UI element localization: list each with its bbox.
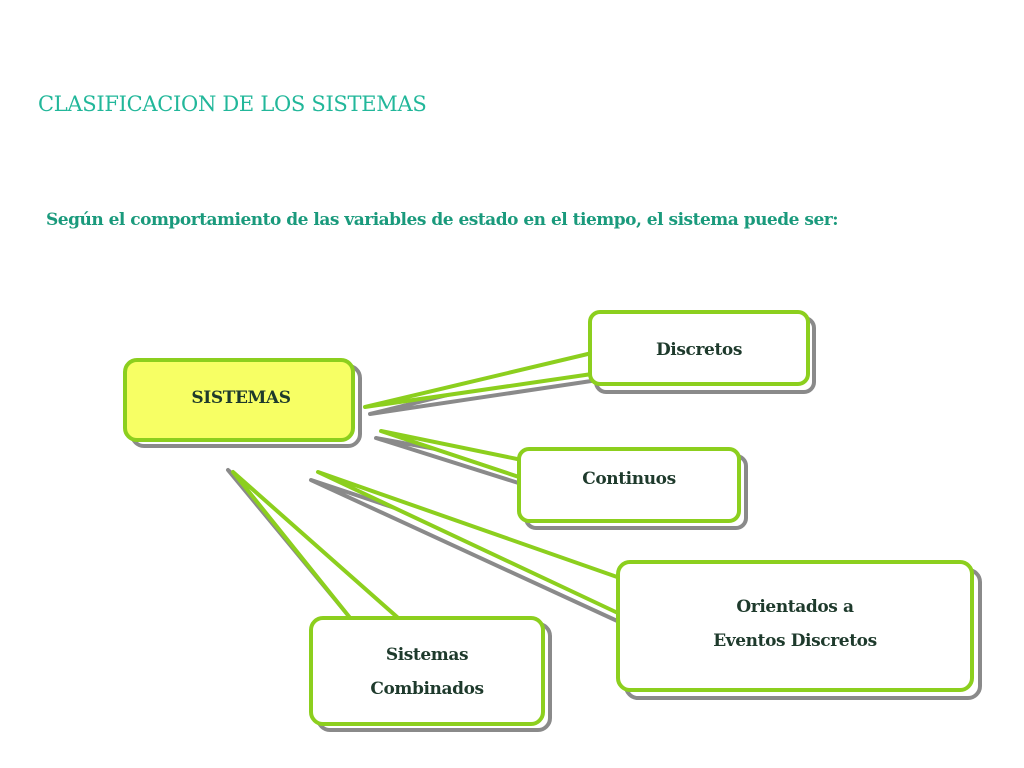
root-node	[123, 358, 362, 448]
node-combinados-label: Sistemas Combinados	[311, 638, 543, 706]
node-line: Continuos	[582, 469, 676, 489]
node-line: Orientados a	[736, 597, 854, 617]
node-discretos-box	[588, 310, 816, 394]
node-combinados-box	[309, 616, 552, 732]
node-line: Combinados	[370, 679, 484, 699]
node-line: Sistemas	[385, 645, 469, 665]
node-continuos-box	[517, 447, 748, 530]
node-discretos-label: Discretos	[590, 333, 808, 367]
node-line: Discretos	[655, 340, 743, 360]
node-line: Eventos Discretos	[713, 631, 877, 651]
page-title: CLASIFICACION DE LOS SISTEMAS	[38, 92, 427, 116]
connector-discretos	[363, 351, 600, 416]
node-eventos-label: Orientados a Eventos Discretos	[618, 590, 972, 658]
connector-continuos	[374, 429, 530, 488]
node-eventos-box	[616, 560, 982, 700]
page-subtitle: Según el comportamiento de las variables…	[46, 210, 839, 230]
root-node-label: SISTEMAS	[191, 388, 291, 408]
node-continuos-label: Continuos	[519, 462, 739, 496]
